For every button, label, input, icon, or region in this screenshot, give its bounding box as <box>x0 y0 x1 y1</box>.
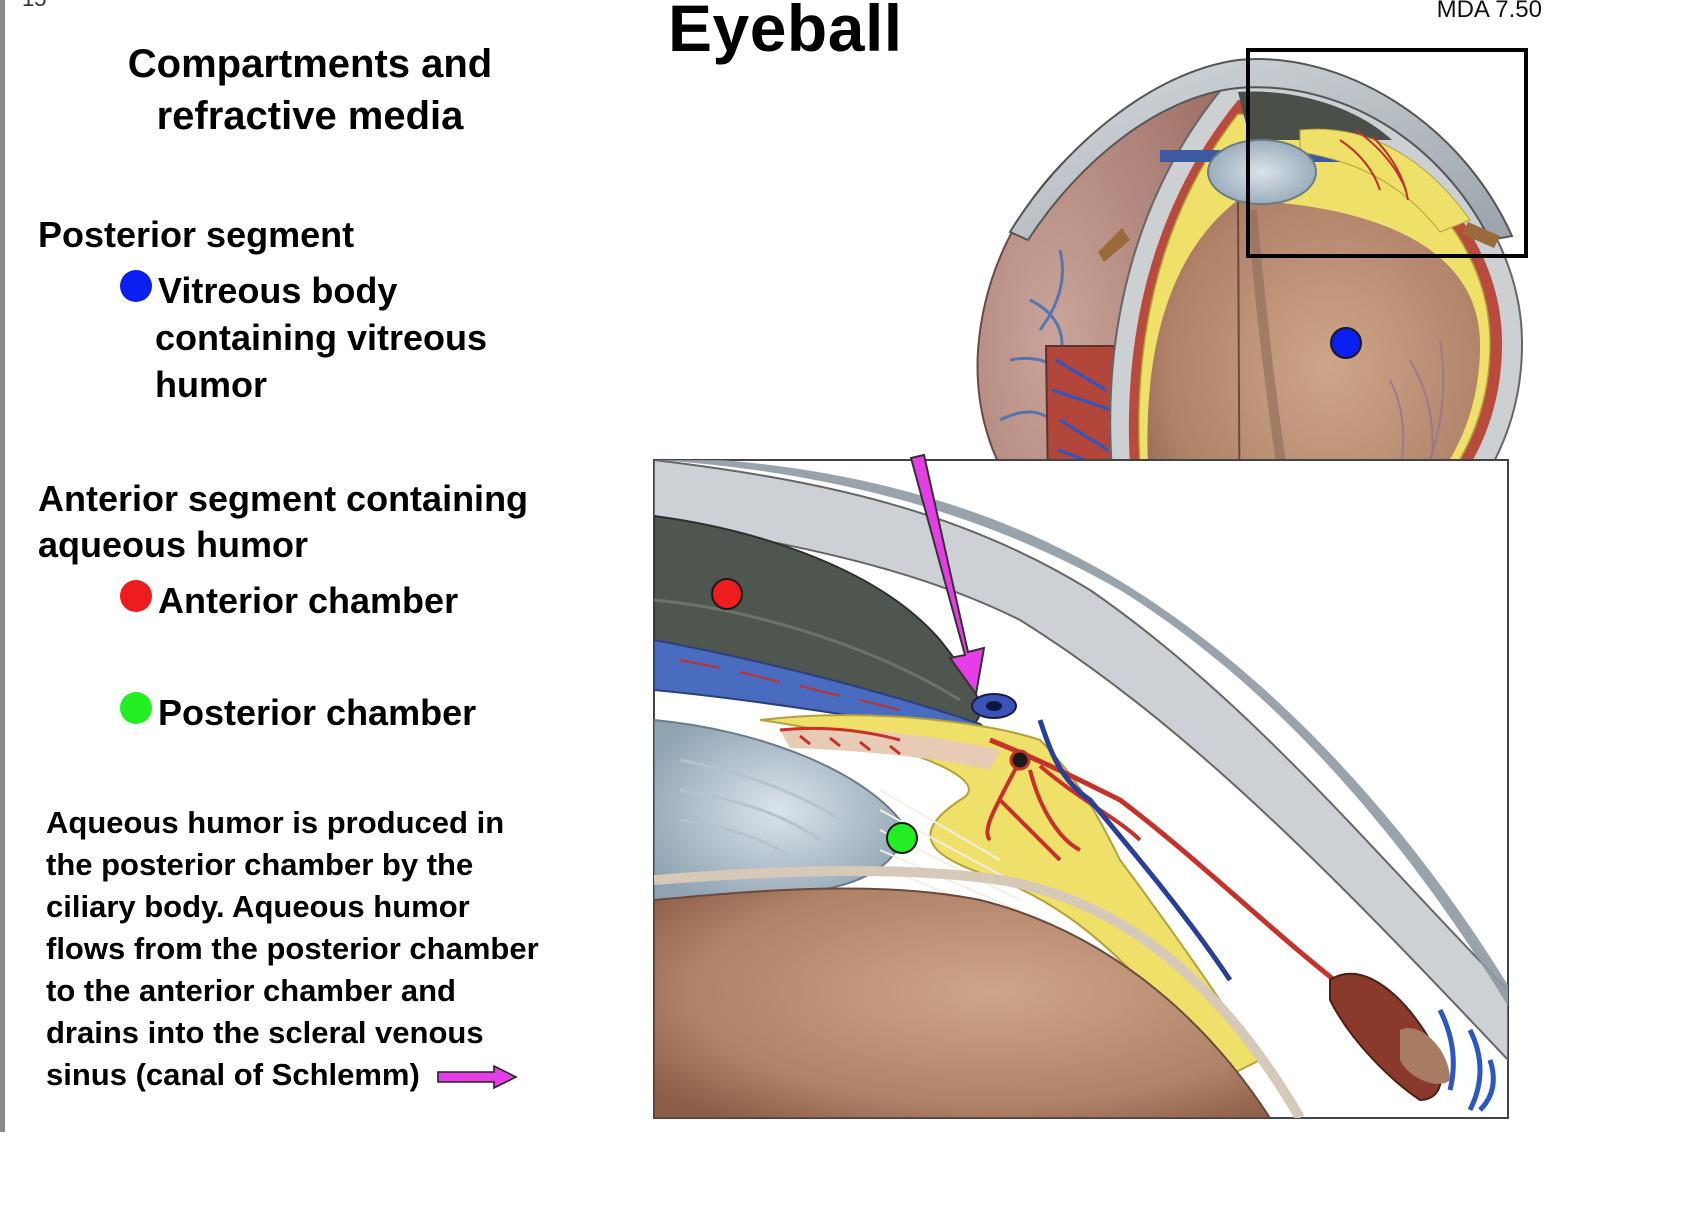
cornea <box>1008 58 1514 242</box>
description-line: ciliary body. Aqueous humor <box>46 889 470 924</box>
subtitle: Compartments and refractive media <box>70 38 550 142</box>
posterior-chamber-marker-dot <box>886 822 918 854</box>
subtitle-line-1: Compartments and <box>127 42 493 86</box>
posterior-segment-heading: Posterior segment <box>38 214 355 255</box>
aqueous-humor-description: Aqueous humor is produced in the posteri… <box>46 802 616 1096</box>
description-line: the posterior chamber by the <box>46 847 474 882</box>
description-line: sinus (canal of Schlemm) <box>46 1057 420 1092</box>
vitreous-body-label-line-3: humor <box>155 364 267 405</box>
cornea-sclera-band <box>654 460 1508 1062</box>
ciliary-processes <box>780 729 1000 770</box>
retina-edge <box>654 865 1305 1118</box>
pink-arrow-icon <box>909 453 986 697</box>
anterior-chamber-marker-dot <box>711 578 743 610</box>
chamber-shading <box>654 598 961 702</box>
description-line: flows from the posterior chamber <box>46 931 539 966</box>
vitreous-dot-icon <box>120 270 152 302</box>
vein-detail <box>1037 719 1233 982</box>
slide: 15 MDA 7.50 Eyeball Compartments and ref… <box>0 0 1542 1132</box>
ciliary-artery-detail <box>989 737 1362 1002</box>
vitreous-body-label: Vitreous body <box>158 270 398 311</box>
reference-code: MDA 7.50 <box>1436 0 1542 23</box>
muscle-vessels <box>1437 1008 1496 1112</box>
lens-layers <box>679 758 841 858</box>
tendon <box>1400 1028 1450 1084</box>
anterior-chamber-label: Anterior chamber <box>158 580 459 621</box>
lens-small <box>1207 139 1317 205</box>
subtitle-line-2: refractive media <box>156 94 464 138</box>
vitreous-body-label-line-2: containing vitreous <box>155 317 488 358</box>
description-line: Aqueous humor is produced in <box>46 805 505 840</box>
iris-vessels <box>679 659 901 711</box>
anterior-segment-heading-line-2: aqueous humor <box>38 524 309 565</box>
vitreous-marker-dot <box>1330 327 1362 359</box>
zonular-fibers <box>879 789 1061 941</box>
anterior-segment-detail <box>653 453 1509 1119</box>
sinus-lumen <box>986 701 1002 711</box>
zoom-region-box <box>1246 48 1528 258</box>
anterior-chamber-small <box>1238 91 1392 140</box>
page-title: Eyeball <box>668 0 903 65</box>
muscle-stub <box>1462 222 1500 248</box>
pink-arrow-icon <box>437 1064 519 1090</box>
vitreous-body-detail <box>654 887 1272 1118</box>
description-line-last: sinus (canal of Schlemm) <box>46 1054 616 1096</box>
description-line: to the anterior chamber and <box>46 973 456 1008</box>
choroid-vessels <box>1051 358 1113 472</box>
anterior-chamber-dot-icon <box>120 580 152 612</box>
posterior-chamber-label: Posterior chamber <box>158 692 477 733</box>
slide-left-border <box>0 0 5 1132</box>
description-line: drains into the scleral venous <box>46 1015 484 1050</box>
iris-root-vessels <box>779 726 901 756</box>
posterior-chamber-dot-icon <box>120 692 152 724</box>
ciliary-vessels-small <box>1339 129 1409 201</box>
ciliary-body-small <box>1299 128 1471 233</box>
slide-number: 15 <box>22 0 46 12</box>
arterial-branches <box>985 759 1142 862</box>
muscle-stub <box>1098 228 1130 262</box>
eyeball-illustration <box>653 48 1528 1119</box>
vessel-junction <box>1009 749 1031 771</box>
anterior-segment-heading: Anterior segment containing <box>38 478 529 519</box>
